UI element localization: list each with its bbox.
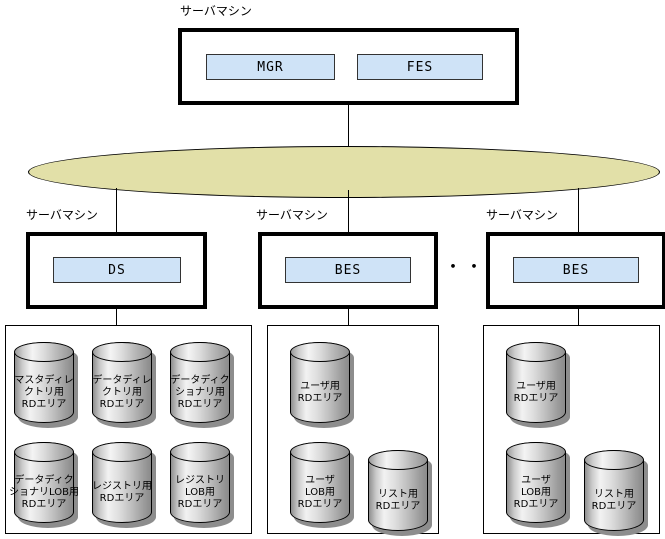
cylinder-top-ellipse xyxy=(584,450,644,470)
network-ellipse xyxy=(28,146,660,198)
machine-label-top: サーバマシン xyxy=(180,4,252,18)
process-box-mgr[interactable]: MGR xyxy=(206,54,335,80)
rd-area-line: RDエリア xyxy=(21,498,67,510)
rd-area-line: RDエリア xyxy=(513,392,559,404)
rd-area-line: クトリ用 xyxy=(102,386,142,398)
rd-area-line: RDエリア xyxy=(21,398,67,410)
machine-label-bes-1: サーバマシン xyxy=(256,208,328,222)
cylinder-top-ellipse xyxy=(506,442,566,462)
rd-area-line: ユーザ用 xyxy=(516,380,556,392)
rd-area-cylinder[interactable]: レジストリ用 RDエリア xyxy=(92,442,156,528)
cylinder-top-ellipse xyxy=(14,442,74,462)
rd-area-line: RDエリア xyxy=(297,498,343,510)
rd-area-line: ショナリ用 xyxy=(175,386,225,398)
rd-area-line: データディレ xyxy=(92,374,152,386)
connector-bes-1-to-areas xyxy=(348,309,349,326)
rd-area-cylinder[interactable]: リスト用 RDエリア xyxy=(368,450,432,536)
rd-area-line: リスト用 xyxy=(594,488,634,500)
rd-area-line: RDエリア xyxy=(177,498,223,510)
cylinder-top-ellipse xyxy=(290,442,350,462)
machine-label-ds: サーバマシン xyxy=(26,208,98,222)
rd-area-label: ユーザ LOB用 RDエリア xyxy=(506,462,566,523)
rd-area-line: レジストリ用 xyxy=(92,480,152,492)
rd-area-cylinder[interactable]: ユーザ用 RDエリア xyxy=(506,342,570,428)
rd-area-label: データディレ クトリ用 RDエリア xyxy=(92,362,152,423)
rd-area-line: ユーザ用 xyxy=(300,380,340,392)
rd-area-cylinder[interactable]: レジストリ LOB用 RDエリア xyxy=(170,442,234,528)
rd-area-line: LOB用 xyxy=(185,486,215,498)
rd-area-line: ユーザ xyxy=(305,474,335,486)
rd-area-label: リスト用 RDエリア xyxy=(584,470,644,531)
rd-area-label: レジストリ用 RDエリア xyxy=(92,462,152,523)
rd-area-panel-bes-1: ユーザ用 RDエリア ユーザ LOB用 RDエリア リスト用 RDエリア xyxy=(267,325,439,536)
rd-area-line: データディク xyxy=(14,474,74,486)
rd-area-line: データディク xyxy=(170,374,230,386)
rd-area-cylinder[interactable]: ユーザ LOB用 RDエリア xyxy=(506,442,570,528)
rd-area-line: RDエリア xyxy=(591,500,637,512)
rd-area-cylinder[interactable]: リスト用 RDエリア xyxy=(584,450,648,536)
connector-ds-to-areas xyxy=(116,309,117,326)
process-box-ds[interactable]: DS xyxy=(53,257,181,283)
cylinder-top-ellipse xyxy=(290,342,350,362)
cylinder-top-ellipse xyxy=(14,342,74,362)
rd-area-label: データディク ショナリ用 RDエリア xyxy=(170,362,230,423)
rd-area-cylinder[interactable]: データディク ショナリ用 RDエリア xyxy=(170,342,234,428)
connector-network-to-bes-2 xyxy=(578,188,579,232)
rd-area-cylinder[interactable]: ユーザ用 RDエリア xyxy=(290,342,354,428)
process-box-bes-1[interactable]: BES xyxy=(285,257,411,283)
cylinder-top-ellipse xyxy=(368,450,428,470)
rd-area-line: LOB用 xyxy=(305,486,335,498)
connector-bes-2-to-areas xyxy=(578,309,579,326)
cylinder-top-ellipse xyxy=(92,442,152,462)
rd-area-line: ユーザ xyxy=(521,474,551,486)
rd-area-line: RDエリア xyxy=(177,398,223,410)
rd-area-panel-ds: マスタディレ クトリ用 RDエリア データディレ クトリ用 RDエリア データデ… xyxy=(5,325,252,534)
rd-area-line: クトリ用 xyxy=(24,386,64,398)
rd-area-label: マスタディレ クトリ用 RDエリア xyxy=(14,362,74,423)
cylinder-top-ellipse xyxy=(170,442,230,462)
rd-area-label: リスト用 RDエリア xyxy=(368,470,428,531)
cylinder-top-ellipse xyxy=(170,342,230,362)
rd-area-line: マスタディレ xyxy=(14,374,74,386)
rd-area-line: RDエリア xyxy=(513,498,559,510)
cylinder-top-ellipse xyxy=(506,342,566,362)
rd-area-cylinder[interactable]: データディク ショナリLOB用 RDエリア xyxy=(9,442,79,528)
rd-area-cylinder[interactable]: データディレ クトリ用 RDエリア xyxy=(92,342,156,428)
rd-area-cylinder[interactable]: ユーザ LOB用 RDエリア xyxy=(290,442,354,528)
rd-area-line: RDエリア xyxy=(99,398,145,410)
connector-network-to-bes-1 xyxy=(348,190,349,232)
rd-area-label: ユーザ用 RDエリア xyxy=(290,362,350,423)
machine-label-bes-2: サーバマシン xyxy=(486,208,558,222)
process-box-fes[interactable]: FES xyxy=(357,54,483,80)
rd-area-line: RDエリア xyxy=(297,392,343,404)
rd-area-line: ショナリLOB用 xyxy=(9,486,79,498)
connector-top-machine-to-network xyxy=(348,105,349,153)
rd-area-label: ユーザ LOB用 RDエリア xyxy=(290,462,350,523)
rd-area-panel-bes-2: ユーザ用 RDエリア ユーザ LOB用 RDエリア リスト用 RDエリア xyxy=(483,325,660,536)
rd-area-line: RDエリア xyxy=(375,500,421,512)
rd-area-label: レジストリ LOB用 RDエリア xyxy=(170,462,230,523)
cylinder-top-ellipse xyxy=(92,342,152,362)
rd-area-line: レジストリ xyxy=(175,474,225,486)
rd-area-line: LOB用 xyxy=(521,486,551,498)
rd-area-cylinder[interactable]: マスタディレ クトリ用 RDエリア xyxy=(14,342,78,428)
rd-area-line: RDエリア xyxy=(99,492,145,504)
connector-network-to-ds xyxy=(116,188,117,232)
rd-area-label: データディク ショナリLOB用 RDエリア xyxy=(9,462,79,523)
rd-area-label: ユーザ用 RDエリア xyxy=(506,362,566,423)
process-box-bes-2[interactable]: BES xyxy=(513,257,639,283)
rd-area-line: リスト用 xyxy=(378,488,418,500)
